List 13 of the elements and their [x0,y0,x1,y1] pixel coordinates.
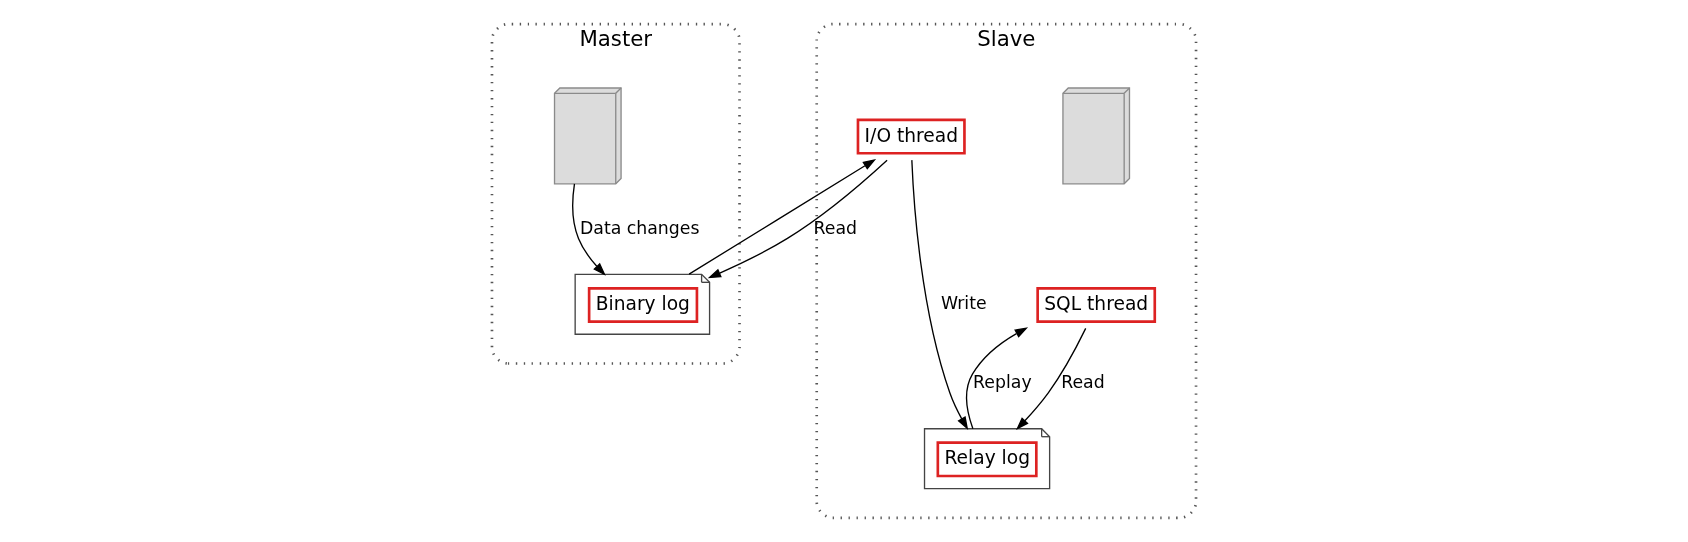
arrow [707,159,888,279]
node-box: SQL thread [1036,286,1157,323]
arrow [965,327,1029,430]
edge-label: Read [1061,371,1105,392]
arrow [1016,327,1087,430]
arrow [572,183,606,276]
edge-label: Replay [973,371,1032,392]
edge-label: Write [940,292,987,313]
edge-label: Data changes [579,217,700,238]
arrow [688,158,877,275]
node-box: I/O thread [856,118,966,155]
arrow [911,159,969,430]
edge-label: Read [813,217,858,238]
